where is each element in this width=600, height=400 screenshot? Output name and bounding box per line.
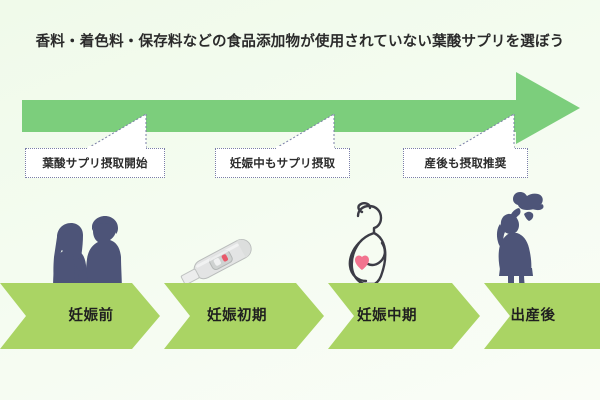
page-title: 香料・着色料・保存料などの食品添加物が使用されていない葉酸サプリを選ぼう (35, 34, 565, 50)
heart-icon (355, 255, 369, 270)
stage-label-before-pregnancy: 妊娠前 (68, 308, 114, 324)
stage-chevron-1 (164, 283, 324, 349)
stage-label-after-birth: 出産後 (510, 308, 556, 324)
stage-label-early-pregnancy: 妊娠初期 (207, 308, 267, 324)
callout-label: 産後も摂取推奨 (424, 156, 507, 170)
couple-silhouette-icon (53, 216, 122, 295)
callout-tail-icon (456, 114, 515, 149)
stage-chevron-bar (0, 283, 600, 349)
callout-label: 妊娠中もサプリ摂取 (229, 156, 336, 170)
pregnant-woman-outline-icon (348, 202, 387, 294)
mother-lifting-baby-silhouette-icon (496, 192, 544, 293)
callout-tail-icon (276, 114, 335, 149)
stage-chevron-2 (328, 283, 480, 349)
pregnancy-test-stick-icon (180, 238, 252, 286)
callout-label: 葉酸サプリ摂取開始 (42, 156, 148, 170)
stage-chevron-0 (0, 283, 160, 349)
callout-box-folic-acid-start: 葉酸サプリ摂取開始 (25, 114, 165, 178)
stage-chevron-3 (484, 283, 600, 349)
callout-tail-icon (88, 114, 147, 149)
stage-label-mid-pregnancy: 妊娠中期 (357, 308, 417, 324)
callout-box-postpartum-recommended: 産後も摂取推奨 (403, 114, 528, 178)
callout-box-supplement-during-pregnancy: 妊娠中もサプリ摂取 (215, 114, 350, 178)
rightward-timeline-arrow (22, 72, 580, 144)
